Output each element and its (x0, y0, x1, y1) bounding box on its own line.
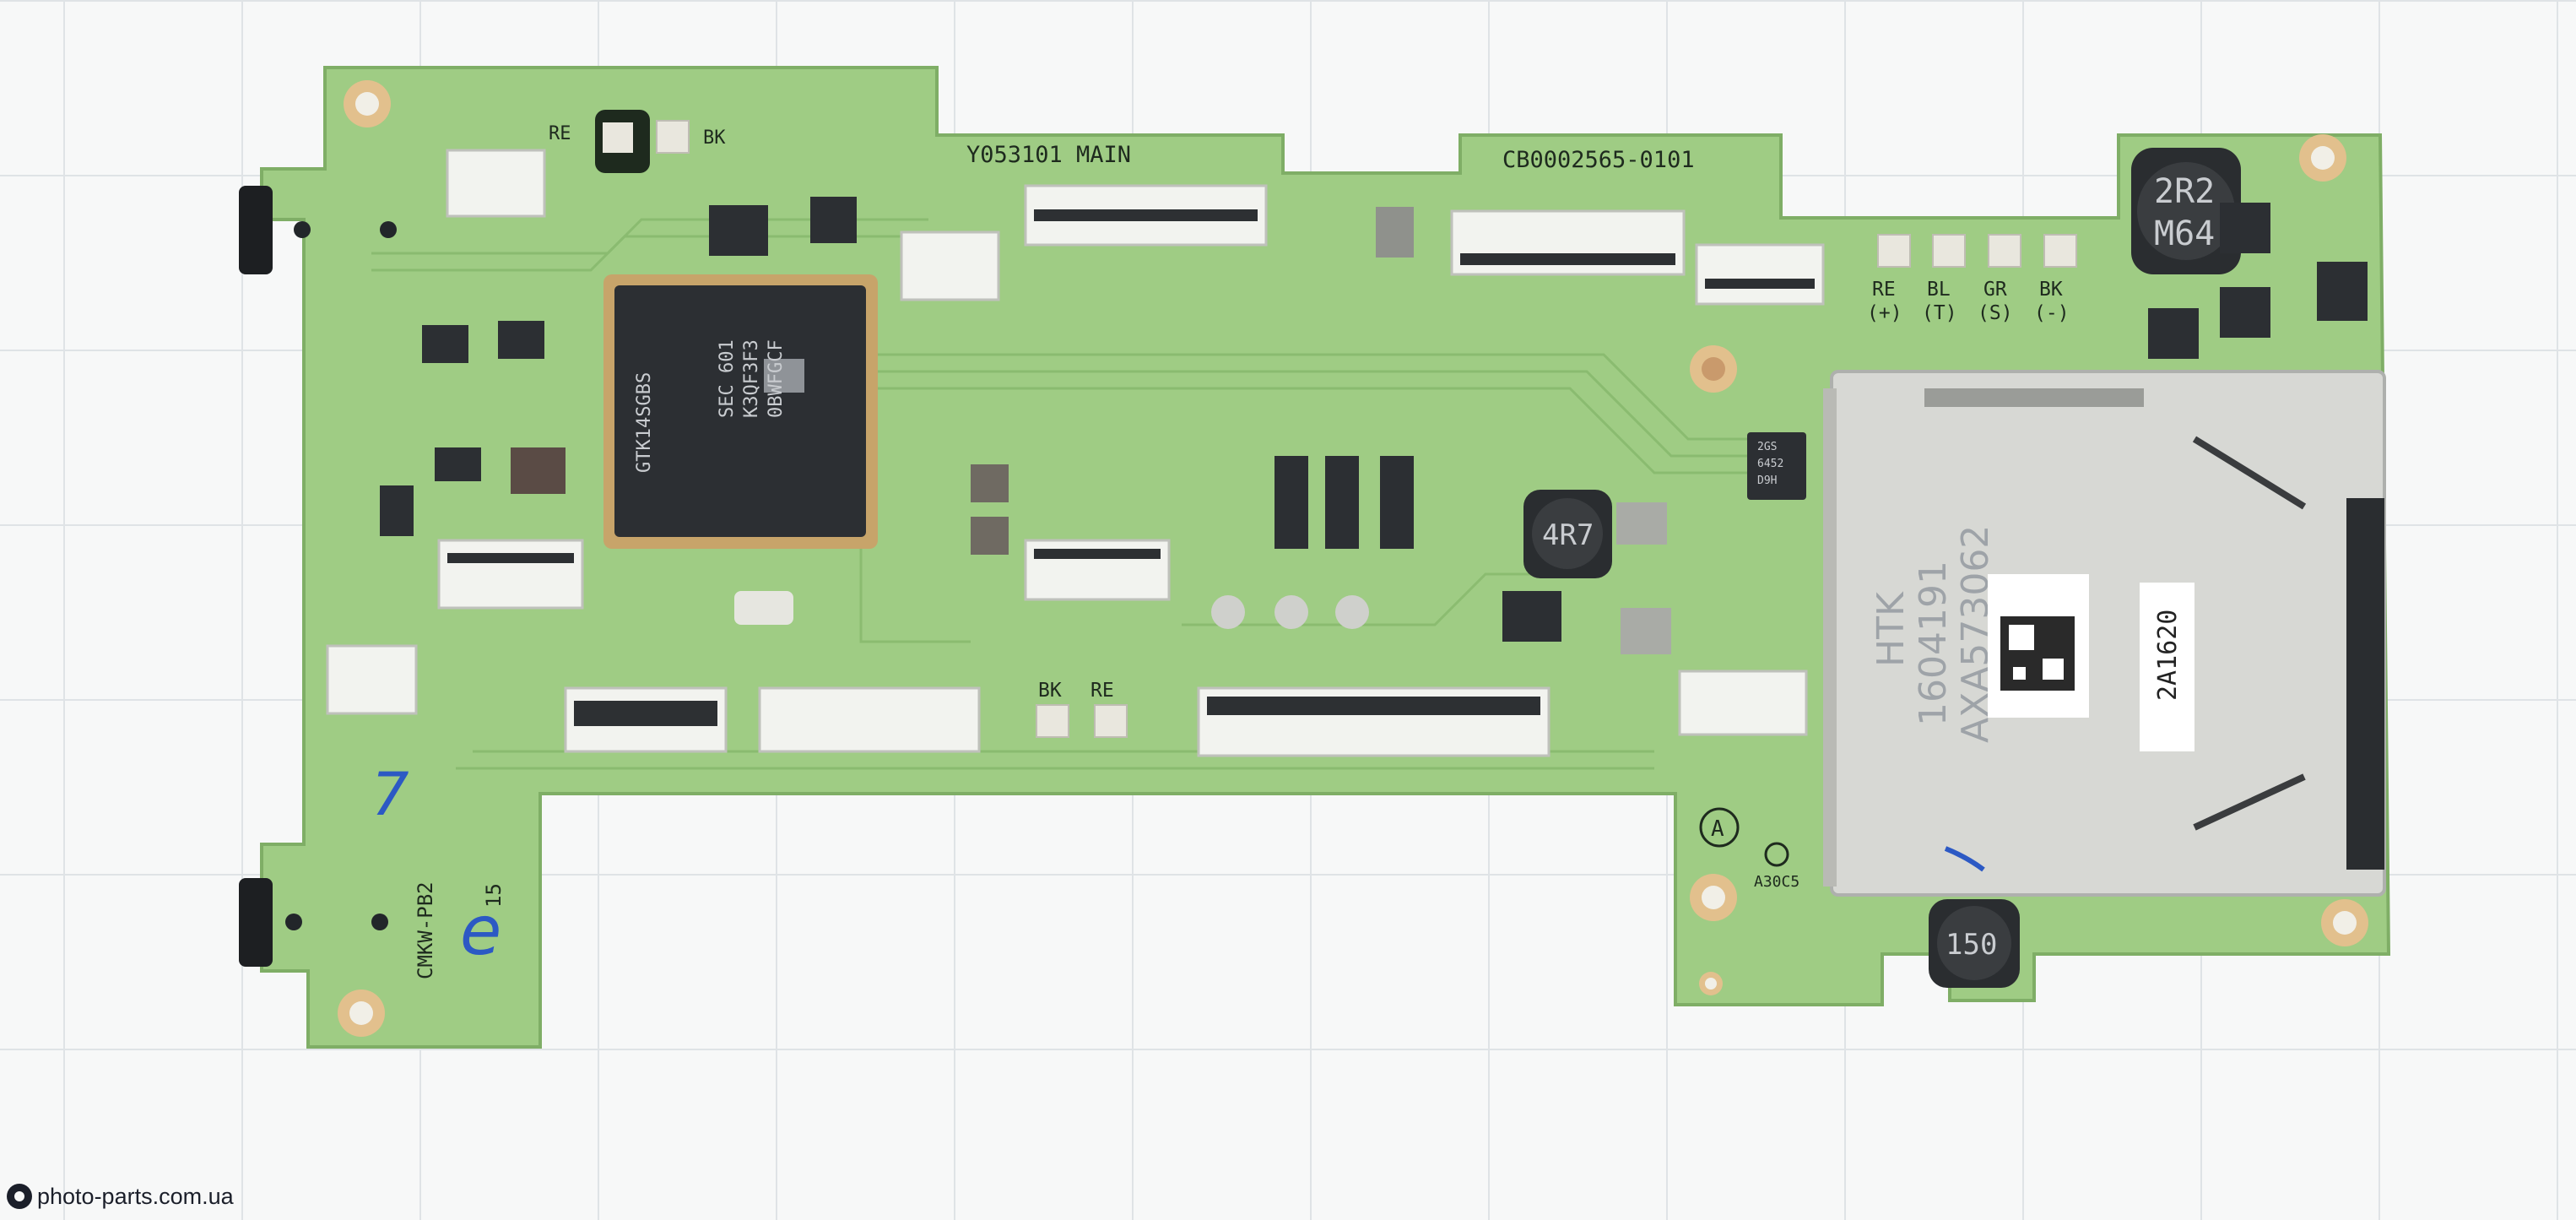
camera-shutter-icon (7, 1184, 32, 1209)
inductor-bottom-label: 150 (1946, 928, 1997, 962)
smd-components (380, 197, 2368, 654)
main-soc-chip: SEC 601 K3QF3F3 0BWFGCF GTK14SGBS (603, 274, 878, 549)
sd-card-slot: HTK 1604191 AXA573062 2A1620 (1823, 370, 2386, 897)
inductor-top-label-b: M64 (2154, 214, 2215, 253)
inductor-center-label: 4R7 (1542, 518, 1594, 552)
board-model: CMKW-PB2 (414, 881, 437, 979)
code-sticker (2140, 583, 2194, 751)
pad-label-right-plus: (+) (1867, 302, 1902, 324)
soc-marking-2: K3QF3F3 (741, 339, 762, 418)
audio-jack-bottom (239, 878, 273, 967)
pad-label-right-bk: BK (2039, 279, 2063, 301)
soc-marking-side: GTK14SGBS (634, 372, 655, 473)
board-part-name: Y053101 MAIN (966, 142, 1131, 168)
pad-label-right-gr: GR (1983, 279, 2007, 301)
bottom-code: A30C5 (1754, 873, 1799, 891)
small-ic-marking-1: 2GS (1757, 441, 1777, 453)
handwritten-letter: e (460, 892, 501, 970)
pad-label-tl-re: RE (549, 123, 571, 144)
board-part-number: CB0002565-0101 (1502, 147, 1695, 173)
small-ic-marking-2: 6452 (1757, 458, 1783, 470)
pad-label-mid-bk: BK (1038, 680, 1062, 702)
soc-marking-3: 0BWFGCF (766, 339, 787, 418)
sticker-code: 2A1620 (2153, 610, 2183, 701)
card-slot-marking-1: HTK (1870, 591, 1913, 667)
small-ic-2gs: 2GS 6452 D9H (1747, 432, 1806, 500)
pad-label-right-t: (T) (1922, 302, 1957, 324)
inductor-150: 150 (1929, 899, 2020, 988)
pad-label-right-minus: (-) (2034, 302, 2070, 324)
capacitors (1211, 595, 1369, 629)
watermark-text: photo-parts.com.ua (37, 1183, 234, 1209)
circle-mark-a: A (1711, 816, 1724, 842)
pad-label-mid-re: RE (1090, 680, 1114, 702)
audio-jack-top (239, 186, 273, 274)
pad-label-tl-bk: BK (703, 127, 726, 149)
inductor-4r7: 4R7 (1523, 490, 1612, 578)
pad-label-right-bl: BL (1927, 279, 1951, 301)
pad-label-right-s: (S) (1978, 302, 2013, 324)
test-pads (600, 120, 2077, 738)
handwritten-digit: 7 (371, 760, 409, 829)
card-slot-marking-2: 1604191 (1912, 561, 1955, 726)
small-ic-marking-3: D9H (1757, 474, 1777, 487)
watermark: photo-parts.com.ua (7, 1181, 234, 1212)
inductor-top-label-a: 2R2 (2154, 172, 2215, 211)
board-rev: 15 (482, 883, 506, 908)
flex-connectors (326, 149, 1825, 757)
pad-label-right-re: RE (1872, 279, 1896, 301)
mounting-holes (338, 80, 2368, 1037)
soc-marking-1: SEC 601 (717, 339, 738, 418)
inductor-2r2: 2R2 M64 (2131, 148, 2241, 274)
